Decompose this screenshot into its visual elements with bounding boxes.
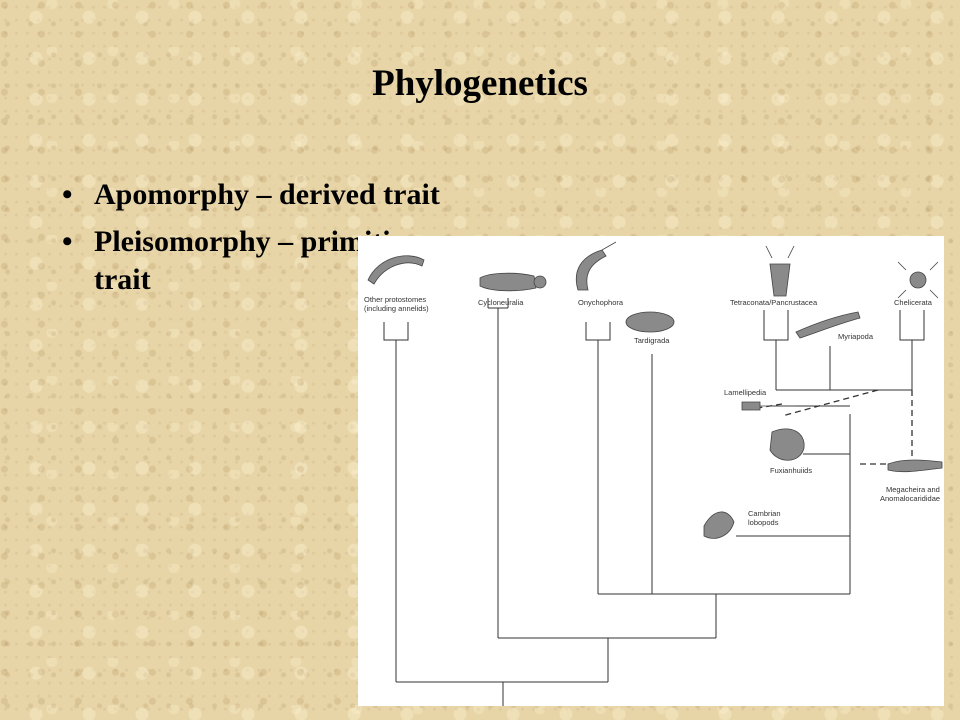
myriapod-icon [795, 311, 861, 339]
slide-title: Phylogenetics [372, 63, 588, 104]
bullet-marker: • [62, 225, 73, 258]
cambrian-lobopod-icon [703, 511, 735, 539]
phylogenetic-tree: Other protostomes (including annelids) C… [364, 241, 943, 706]
cycloneuralia-icon [479, 272, 537, 292]
megacheira-icon [887, 459, 943, 473]
label-chelicerata: Chelicerata [894, 298, 933, 307]
onychophora-icon [576, 249, 607, 291]
fuxianhuiid-icon [769, 428, 805, 461]
label-cambrian-lobopods-1: Cambrian [748, 509, 781, 518]
label-cambrian-lobopods-2: lobopods [748, 518, 779, 527]
label-fuxianhuiids: Fuxianhuiids [770, 466, 812, 475]
phylogenetic-tree-figure: Other protostomes (including annelids) C… [358, 236, 944, 706]
label-lamellipedia: Lamellipedia [724, 388, 767, 397]
tardigrade-icon [625, 311, 675, 333]
label-megacheira-1: Megacheira and [886, 485, 940, 494]
label-tetraconata: Tetraconata/Pancrustacea [730, 298, 818, 307]
spider-legs-icon [897, 261, 939, 299]
bullet-apomorphy: • Apomorphy – derived trait [62, 176, 462, 214]
label-other-protostomes-1: Other protostomes [364, 295, 426, 304]
label-myriapoda: Myriapoda [838, 332, 874, 341]
label-onychophora: Onychophora [578, 298, 624, 307]
lobster-icon [765, 245, 795, 297]
annelid-icon [367, 255, 425, 285]
tree-branches [383, 298, 925, 706]
label-cycloneuralia: Cycloneuralia [478, 298, 524, 307]
cycloneuralia-head-icon [533, 275, 547, 289]
spider-icon [909, 271, 927, 289]
label-tardigrada: Tardigrada [634, 336, 670, 345]
label-other-protostomes-2: (including annelids) [364, 304, 429, 313]
bullet-text: Apomorphy – derived trait [94, 178, 440, 211]
label-megacheira-2: Anomalocarididae [880, 494, 940, 503]
bullet-marker: • [62, 178, 73, 211]
onychophora-antenna-icon [601, 241, 617, 251]
lamellipedia-icon [741, 401, 796, 411]
